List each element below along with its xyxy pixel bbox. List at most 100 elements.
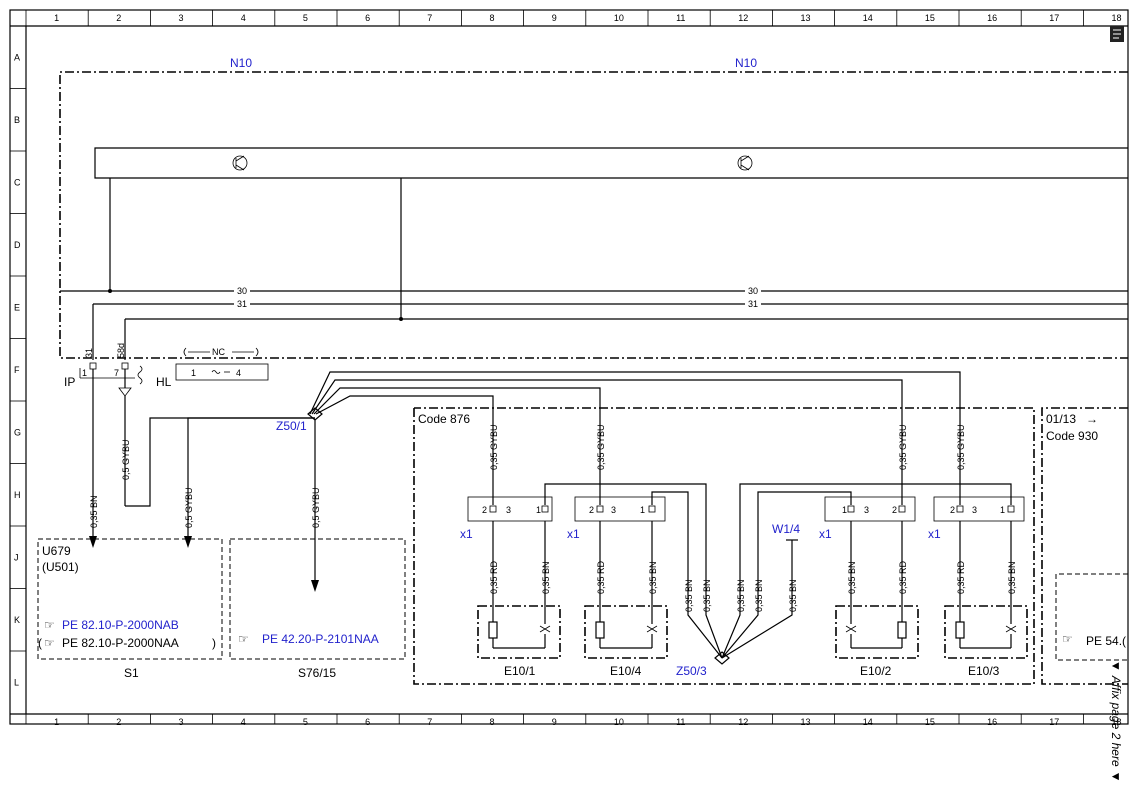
arrow-down-icon [311, 580, 319, 592]
wire-label: 0,35 GYBU [898, 424, 908, 470]
connector-pin [489, 505, 497, 513]
row-letter: B [14, 115, 20, 125]
column-number: 3 [179, 13, 184, 23]
arrow-down-icon [89, 536, 97, 548]
code-876-wiring [492, 483, 1012, 665]
svg-text:58d: 58d [116, 343, 126, 358]
column-number: 8 [490, 13, 495, 23]
s1-box [37, 538, 223, 660]
ref-link-s1-naa[interactable]: PE 82.10-P-2000NAA [62, 636, 179, 650]
svg-text:3: 3 [864, 505, 869, 515]
column-number: 15 [925, 717, 935, 727]
n10-electronics-box [94, 147, 1128, 179]
ip-label: IP [64, 375, 75, 389]
row-letter: L [14, 677, 19, 687]
column-number: 13 [801, 717, 811, 727]
lamp-e10-3 [944, 605, 1028, 659]
connector-pin [898, 505, 906, 513]
note-icon[interactable] [1110, 26, 1124, 42]
svg-text:7: 7 [114, 368, 119, 378]
z50-1-splice [184, 371, 961, 592]
svg-text:3: 3 [611, 505, 616, 515]
row-letter: D [14, 240, 21, 250]
column-number: 10 [614, 717, 624, 727]
x1-label: x1 [567, 527, 580, 541]
row-letter: K [14, 615, 20, 625]
svg-text:2: 2 [892, 505, 897, 515]
column-number: 12 [738, 13, 748, 23]
code-930-box [1055, 573, 1128, 661]
wire-label: 0,35 BN [847, 561, 857, 594]
hand-icon: ☞ [44, 636, 55, 650]
wire-label: 0,35 BN [754, 579, 764, 612]
hand-icon: ☞ [44, 618, 55, 632]
lamp-e10-1 [477, 605, 561, 659]
triangle-icon: ▼ [1109, 771, 1123, 783]
column-number: 12 [738, 717, 748, 727]
bus-31-label: 31 [237, 299, 247, 309]
svg-text:3: 3 [506, 505, 511, 515]
svg-text:31: 31 [84, 348, 94, 358]
s76-15-label: S76/15 [298, 666, 336, 680]
svg-text:3: 3 [972, 505, 977, 515]
wire-label: 0,35 BN [788, 579, 798, 612]
ref-link-s1-nab[interactable]: PE 82.10-P-2000NAB [62, 618, 179, 632]
connector-pin [1007, 505, 1015, 513]
svg-text:2: 2 [950, 505, 955, 515]
connector-x1-e10-3: 2 3 1 [933, 496, 1025, 522]
n10-label-right: N10 [735, 56, 757, 70]
code-876-label: Code 876 [418, 412, 470, 426]
connector-x1-e10-1: 2 3 1 [467, 496, 553, 522]
s1-label: S1 [124, 666, 139, 680]
x1-label: x1 [928, 527, 941, 541]
column-number: 3 [179, 717, 184, 727]
column-number: 1 [54, 13, 59, 23]
wire-label: 0,35 RD [956, 560, 966, 594]
z50-1-label: Z50/1 [276, 419, 307, 433]
wire-label: 0,35 RD [898, 560, 908, 594]
svg-text:1: 1 [191, 368, 196, 378]
x1-label: x1 [460, 527, 473, 541]
column-number: 7 [427, 717, 432, 727]
bus-31-label: 31 [748, 299, 758, 309]
affix-note: ▼Affix page 2 here▼ [1109, 660, 1123, 783]
column-number: 2 [116, 13, 121, 23]
arrow-down-icon [184, 536, 192, 548]
svg-text:1: 1 [842, 505, 847, 515]
wire-label: 0,35 RD [489, 560, 499, 594]
row-letter: H [14, 490, 21, 500]
column-number: 14 [863, 717, 873, 727]
e10-2-label: E10/2 [860, 664, 892, 678]
wire-label: 0,35 BN [1007, 561, 1017, 594]
row-letter: A [14, 52, 20, 62]
transistor-icon [737, 155, 753, 171]
row-letter: J [14, 552, 19, 562]
s76-15-box [229, 538, 406, 660]
ref-link-s76[interactable]: PE 42.20-P-2101NAA [262, 632, 379, 646]
e10-4-label: E10/4 [610, 664, 642, 678]
wire-label: 0,35 BN [541, 561, 551, 594]
column-number: 4 [241, 13, 246, 23]
transistor-icon [232, 155, 248, 171]
code-876-boundary [413, 407, 1035, 685]
column-number: 9 [552, 13, 557, 23]
wire-label: 0,35 RD [596, 560, 606, 594]
bus-30-label: 30 [237, 286, 247, 296]
wire-label: 0,35 BN [702, 579, 712, 612]
wire-label: 0,5 GYBU [311, 487, 321, 528]
hl-switch: NC 1 4 [175, 347, 269, 381]
column-number: 5 [303, 13, 308, 23]
connector-x1-e10-2: 1 3 2 [824, 496, 916, 522]
z50-3-label: Z50/3 [676, 664, 707, 678]
column-number: 17 [1049, 717, 1059, 727]
wire-label: 0,35 BN [89, 495, 99, 528]
column-number: 13 [801, 13, 811, 23]
u501-label: (U501) [42, 560, 79, 574]
connector-pin [648, 505, 656, 513]
column-number: 6 [365, 717, 370, 727]
ref-open-paren: ( [38, 636, 42, 650]
row-letter: C [14, 177, 21, 187]
column-number: 7 [427, 13, 432, 23]
